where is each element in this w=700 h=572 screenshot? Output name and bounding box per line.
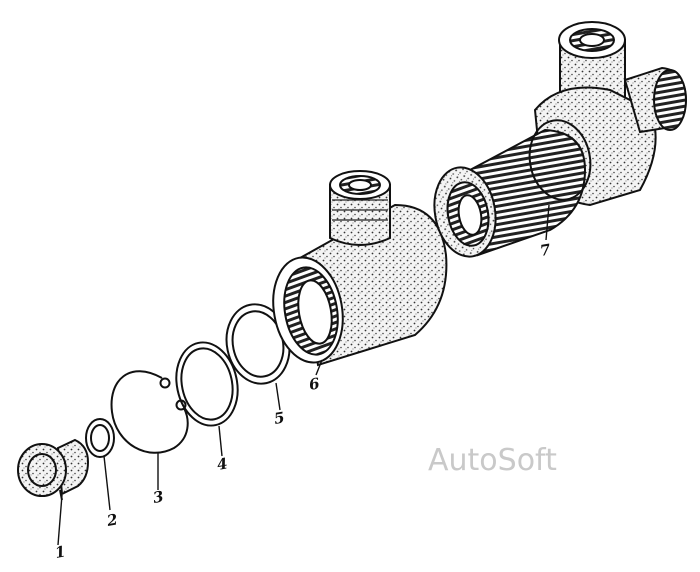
callout-6: 6 [308, 374, 322, 394]
callout-labels: 1 2 3 4 5 6 7 [54, 240, 553, 562]
callout-1: 1 [54, 542, 67, 562]
part-4-washer [175, 341, 239, 427]
callout-2: 2 [105, 510, 119, 530]
part-7-valve-assembly [433, 21, 688, 258]
part-2-small-ring [85, 418, 115, 458]
callout-5: 5 [273, 408, 286, 428]
part-3-circlip [110, 370, 189, 454]
callout-4: 4 [216, 454, 229, 474]
watermark: AutoSoft [428, 443, 557, 478]
callout-7: 7 [539, 240, 553, 260]
leader-lines [57, 204, 550, 546]
callout-3: 3 [152, 487, 165, 507]
part-6-tee-housing [272, 170, 448, 367]
part-1-plug [17, 438, 90, 501]
